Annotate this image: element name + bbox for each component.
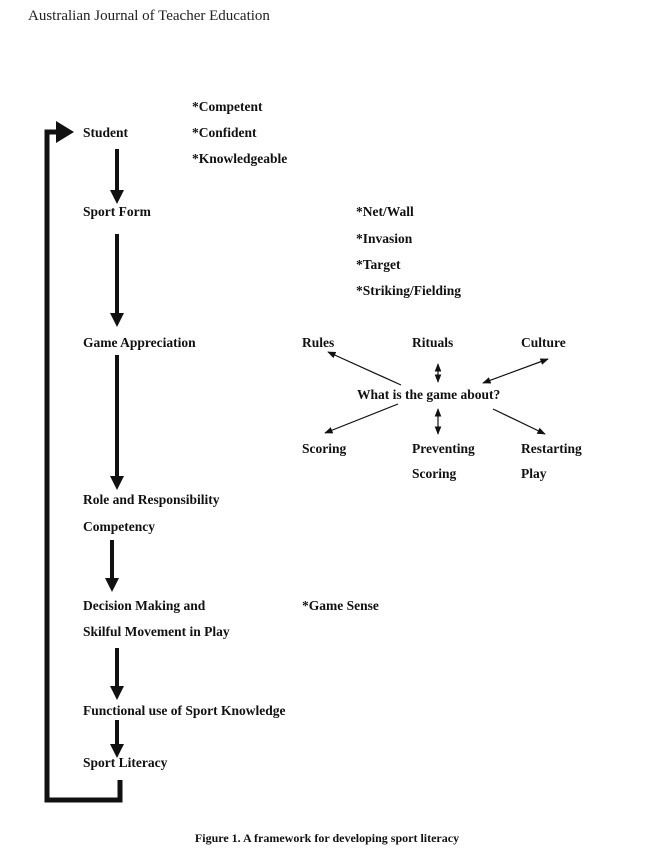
web-preventing-line2: Scoring bbox=[412, 466, 457, 481]
web-center-question: What is the game about? bbox=[357, 387, 501, 402]
web-culture: Culture bbox=[521, 335, 566, 350]
web-rituals: Rituals bbox=[412, 335, 454, 350]
student-attribute: *Knowledgeable bbox=[192, 151, 288, 166]
figure-caption: Figure 1. A framework for developing spo… bbox=[194, 831, 460, 845]
student-attribute: *Confident bbox=[192, 125, 257, 140]
stage-decision-line1: Decision Making and bbox=[83, 598, 206, 613]
web-rules: Rules bbox=[302, 335, 335, 350]
stage-game-appreciation: Game Appreciation bbox=[83, 335, 196, 350]
sport-form-item: *Net/Wall bbox=[356, 204, 414, 219]
web-restarting-line2: Play bbox=[521, 466, 547, 481]
journal-header: Australian Journal of Teacher Education bbox=[28, 8, 270, 24]
feedback-loop bbox=[44, 121, 123, 803]
stage-literacy: Sport Literacy bbox=[83, 755, 168, 770]
sport-form-item: *Invasion bbox=[356, 231, 413, 246]
sport-form-item: *Striking/Fielding bbox=[356, 283, 462, 298]
stage-role-line1: Role and Responsibility bbox=[83, 492, 220, 507]
stage-student: Student bbox=[83, 125, 129, 140]
game-sense-note: *Game Sense bbox=[302, 598, 379, 613]
web-restarting-line1: Restarting bbox=[521, 441, 582, 456]
sport-form-item: *Target bbox=[356, 257, 401, 272]
stage-role-line2: Competency bbox=[83, 519, 155, 534]
web-scoring: Scoring bbox=[302, 441, 347, 456]
stage-sport-form: Sport Form bbox=[83, 204, 151, 219]
student-attribute: *Competent bbox=[192, 99, 263, 114]
stage-decision-line2: Skilful Movement in Play bbox=[83, 624, 230, 639]
stage-arrows bbox=[105, 149, 124, 758]
web-preventing-line1: Preventing bbox=[412, 441, 475, 456]
game-web-arrows bbox=[324, 351, 549, 435]
stage-functional: Functional use of Sport Knowledge bbox=[83, 703, 286, 718]
